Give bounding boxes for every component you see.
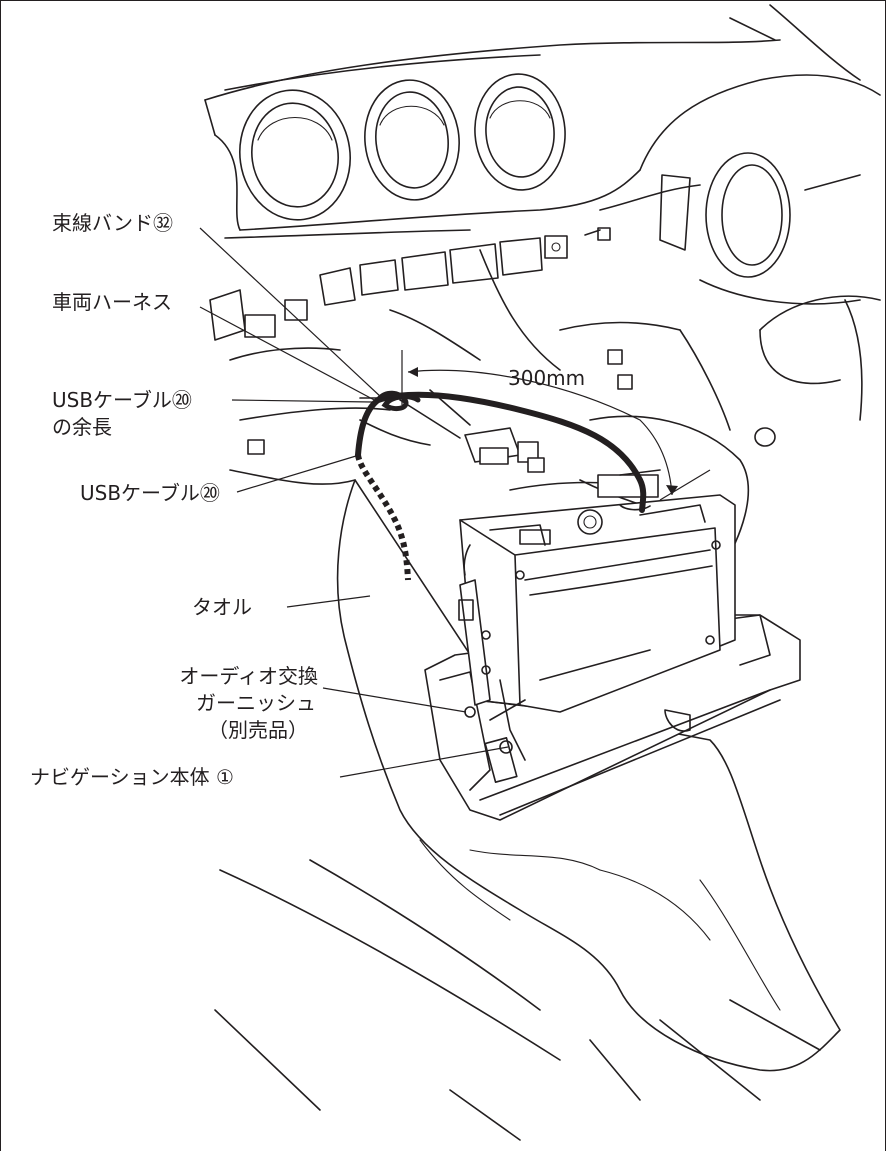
usb-excess-label-line1: USBケーブル⑳ <box>52 388 192 412</box>
dashboard-outline <box>204 4 881 239</box>
cable-band-label: 束線バンド㉜ <box>52 211 173 235</box>
leader-towel <box>286 595 371 608</box>
usb-cable <box>355 390 651 581</box>
floor-lines <box>214 859 821 1141</box>
garnish-label-line3: （別売品） <box>208 718 308 742</box>
air-vent-left <box>238 89 352 221</box>
dimension-label: 300mm <box>508 366 586 390</box>
usb-cable-label: USBケーブル⑳ <box>80 481 220 505</box>
navigation-unit-body <box>459 494 736 713</box>
air-vent-right <box>474 73 566 191</box>
harness-connectors <box>359 389 661 498</box>
leader-garnish <box>322 687 467 713</box>
dimension-300mm <box>401 350 711 501</box>
nav-unit-label: ナビゲーション本体 ① <box>30 765 234 789</box>
garnish-label-line2: ガーニッシュ <box>196 691 316 715</box>
leader-nav-unit <box>339 746 509 778</box>
garnish-label-line1: オーディオ交換 <box>179 664 318 688</box>
instrument-cluster <box>659 152 881 447</box>
switch-panel <box>209 227 633 455</box>
leader-usb-excess <box>231 399 373 403</box>
leader-cable-band <box>199 227 383 399</box>
leader-lines <box>199 227 509 778</box>
vehicle-harness-label: 車両ハーネス <box>52 290 172 314</box>
leader-usb-cable <box>236 455 357 493</box>
air-vent-center <box>364 79 460 201</box>
towel-label: タオル <box>192 595 252 619</box>
leader-vehicle-harness <box>199 306 379 403</box>
mounting-bracket <box>458 544 526 761</box>
usb-excess-label-line2: の余長 <box>52 415 112 439</box>
